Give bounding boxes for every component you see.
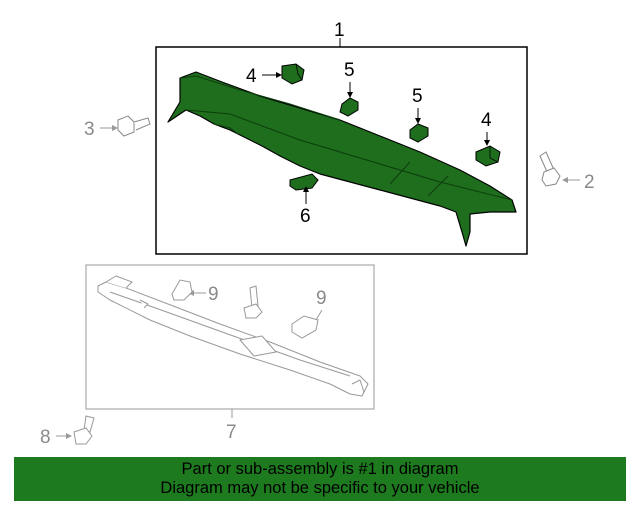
callout-9-left: 9: [208, 284, 219, 305]
mounting-panel-part-7[interactable]: [97, 275, 369, 397]
callout-3: 3: [84, 119, 95, 140]
clip-part-5-left[interactable]: [339, 97, 359, 117]
clip-part-4-left[interactable]: [281, 63, 305, 85]
callout-2: 2: [584, 172, 595, 193]
clip-part-9-right[interactable]: [291, 315, 319, 339]
callout-1: 1: [334, 20, 345, 41]
bolt-part-7-center[interactable]: [243, 285, 263, 319]
banner-line-2: Diagram may not be specific to your vehi…: [160, 479, 480, 497]
bolt-part-8[interactable]: [73, 415, 95, 445]
bracket-part-6[interactable]: [289, 173, 319, 191]
bolt-part-2[interactable]: [539, 151, 561, 187]
spoiler-part[interactable]: [167, 71, 517, 247]
assembly-1-frame: [155, 46, 528, 255]
callout-6: 6: [300, 206, 311, 227]
assembly-7-frame: [85, 264, 375, 410]
info-banner: Part or sub-assembly is #1 in diagram Di…: [14, 457, 626, 501]
clip-part-5-right[interactable]: [409, 123, 429, 143]
clip-part-9-left[interactable]: [171, 279, 193, 301]
callout-4-left: 4: [246, 66, 257, 87]
callout-5-right: 5: [412, 86, 423, 107]
callout-5-left: 5: [344, 60, 355, 81]
clip-part-4-right[interactable]: [475, 145, 501, 167]
callout-9-right: 9: [316, 288, 327, 309]
bolt-part-3[interactable]: [117, 115, 151, 137]
banner-line-1: Part or sub-assembly is #1 in diagram: [181, 460, 459, 478]
callout-7: 7: [226, 422, 237, 443]
callout-8: 8: [40, 427, 51, 448]
callout-4-right: 4: [481, 110, 492, 131]
